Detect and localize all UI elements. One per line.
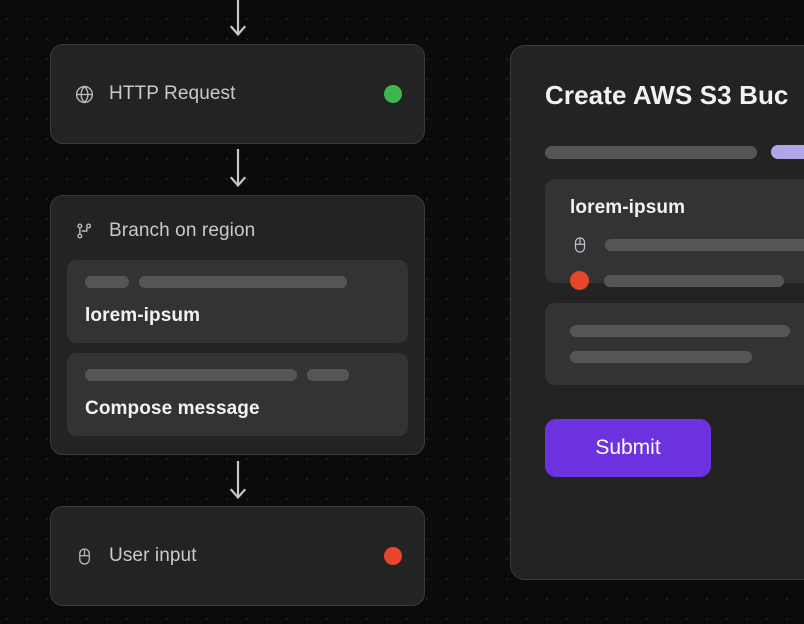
branch-subcards: lorem-ipsum Compose message	[51, 252, 424, 436]
skeleton-row	[85, 369, 390, 381]
flow-node-title: Branch on region	[109, 220, 256, 241]
create-bucket-panel: Create AWS S3 Buc lorem-ipsum	[510, 45, 804, 580]
skeleton-pill	[85, 276, 129, 288]
skeleton-bar	[85, 369, 297, 381]
flow-node-title: HTTP Request	[109, 83, 236, 104]
panel-title: Create AWS S3 Buc	[545, 80, 789, 110]
skeleton-bar	[570, 351, 752, 363]
submit-button[interactable]: Submit	[545, 419, 711, 477]
panel-card-skeletons[interactable]	[545, 303, 804, 385]
panel-card-row-status	[570, 271, 804, 290]
dot-icon	[570, 271, 589, 290]
status-dot-success	[384, 85, 402, 103]
git-branch-icon	[73, 220, 95, 242]
mouse-icon	[570, 235, 590, 255]
skeleton-row	[85, 276, 390, 288]
flow-node-user-input[interactable]: User input	[50, 506, 425, 606]
connector-arrow-to-http-request	[50, 0, 425, 44]
skeleton-bar	[605, 239, 804, 251]
globe-icon	[73, 83, 95, 105]
branch-subcard-lorem-ipsum[interactable]: lorem-ipsum	[67, 260, 408, 343]
flow-node-http-request[interactable]: HTTP Request	[50, 44, 425, 144]
connector-arrow-to-branch	[50, 144, 425, 195]
panel-top-row	[545, 145, 804, 159]
panel-card-lorem-ipsum[interactable]: lorem-ipsum	[545, 179, 804, 290]
branch-subcard-label: Compose message	[85, 398, 260, 419]
workflow-flow-column: HTTP Request	[50, 0, 425, 606]
flow-node-title: User input	[109, 545, 197, 566]
skeleton-bar	[570, 325, 790, 337]
skeleton-bar	[604, 274, 784, 287]
flow-node-branch-on-region[interactable]: Branch on region lorem-ipsum Compose mes	[50, 195, 425, 455]
skeleton-pill	[307, 369, 349, 381]
panel-card-row-mouse	[570, 235, 804, 255]
branch-subcard-label: lorem-ipsum	[85, 305, 201, 326]
branch-subcard-compose-message[interactable]: Compose message	[67, 353, 408, 436]
mouse-icon	[73, 545, 95, 567]
skeleton-bar	[139, 276, 347, 288]
connector-arrow-to-user-input	[50, 455, 425, 506]
status-dot-error	[384, 547, 402, 565]
skeleton-bar	[545, 145, 757, 159]
accent-pill	[771, 145, 804, 159]
panel-card-label: lorem-ipsum	[570, 197, 686, 218]
